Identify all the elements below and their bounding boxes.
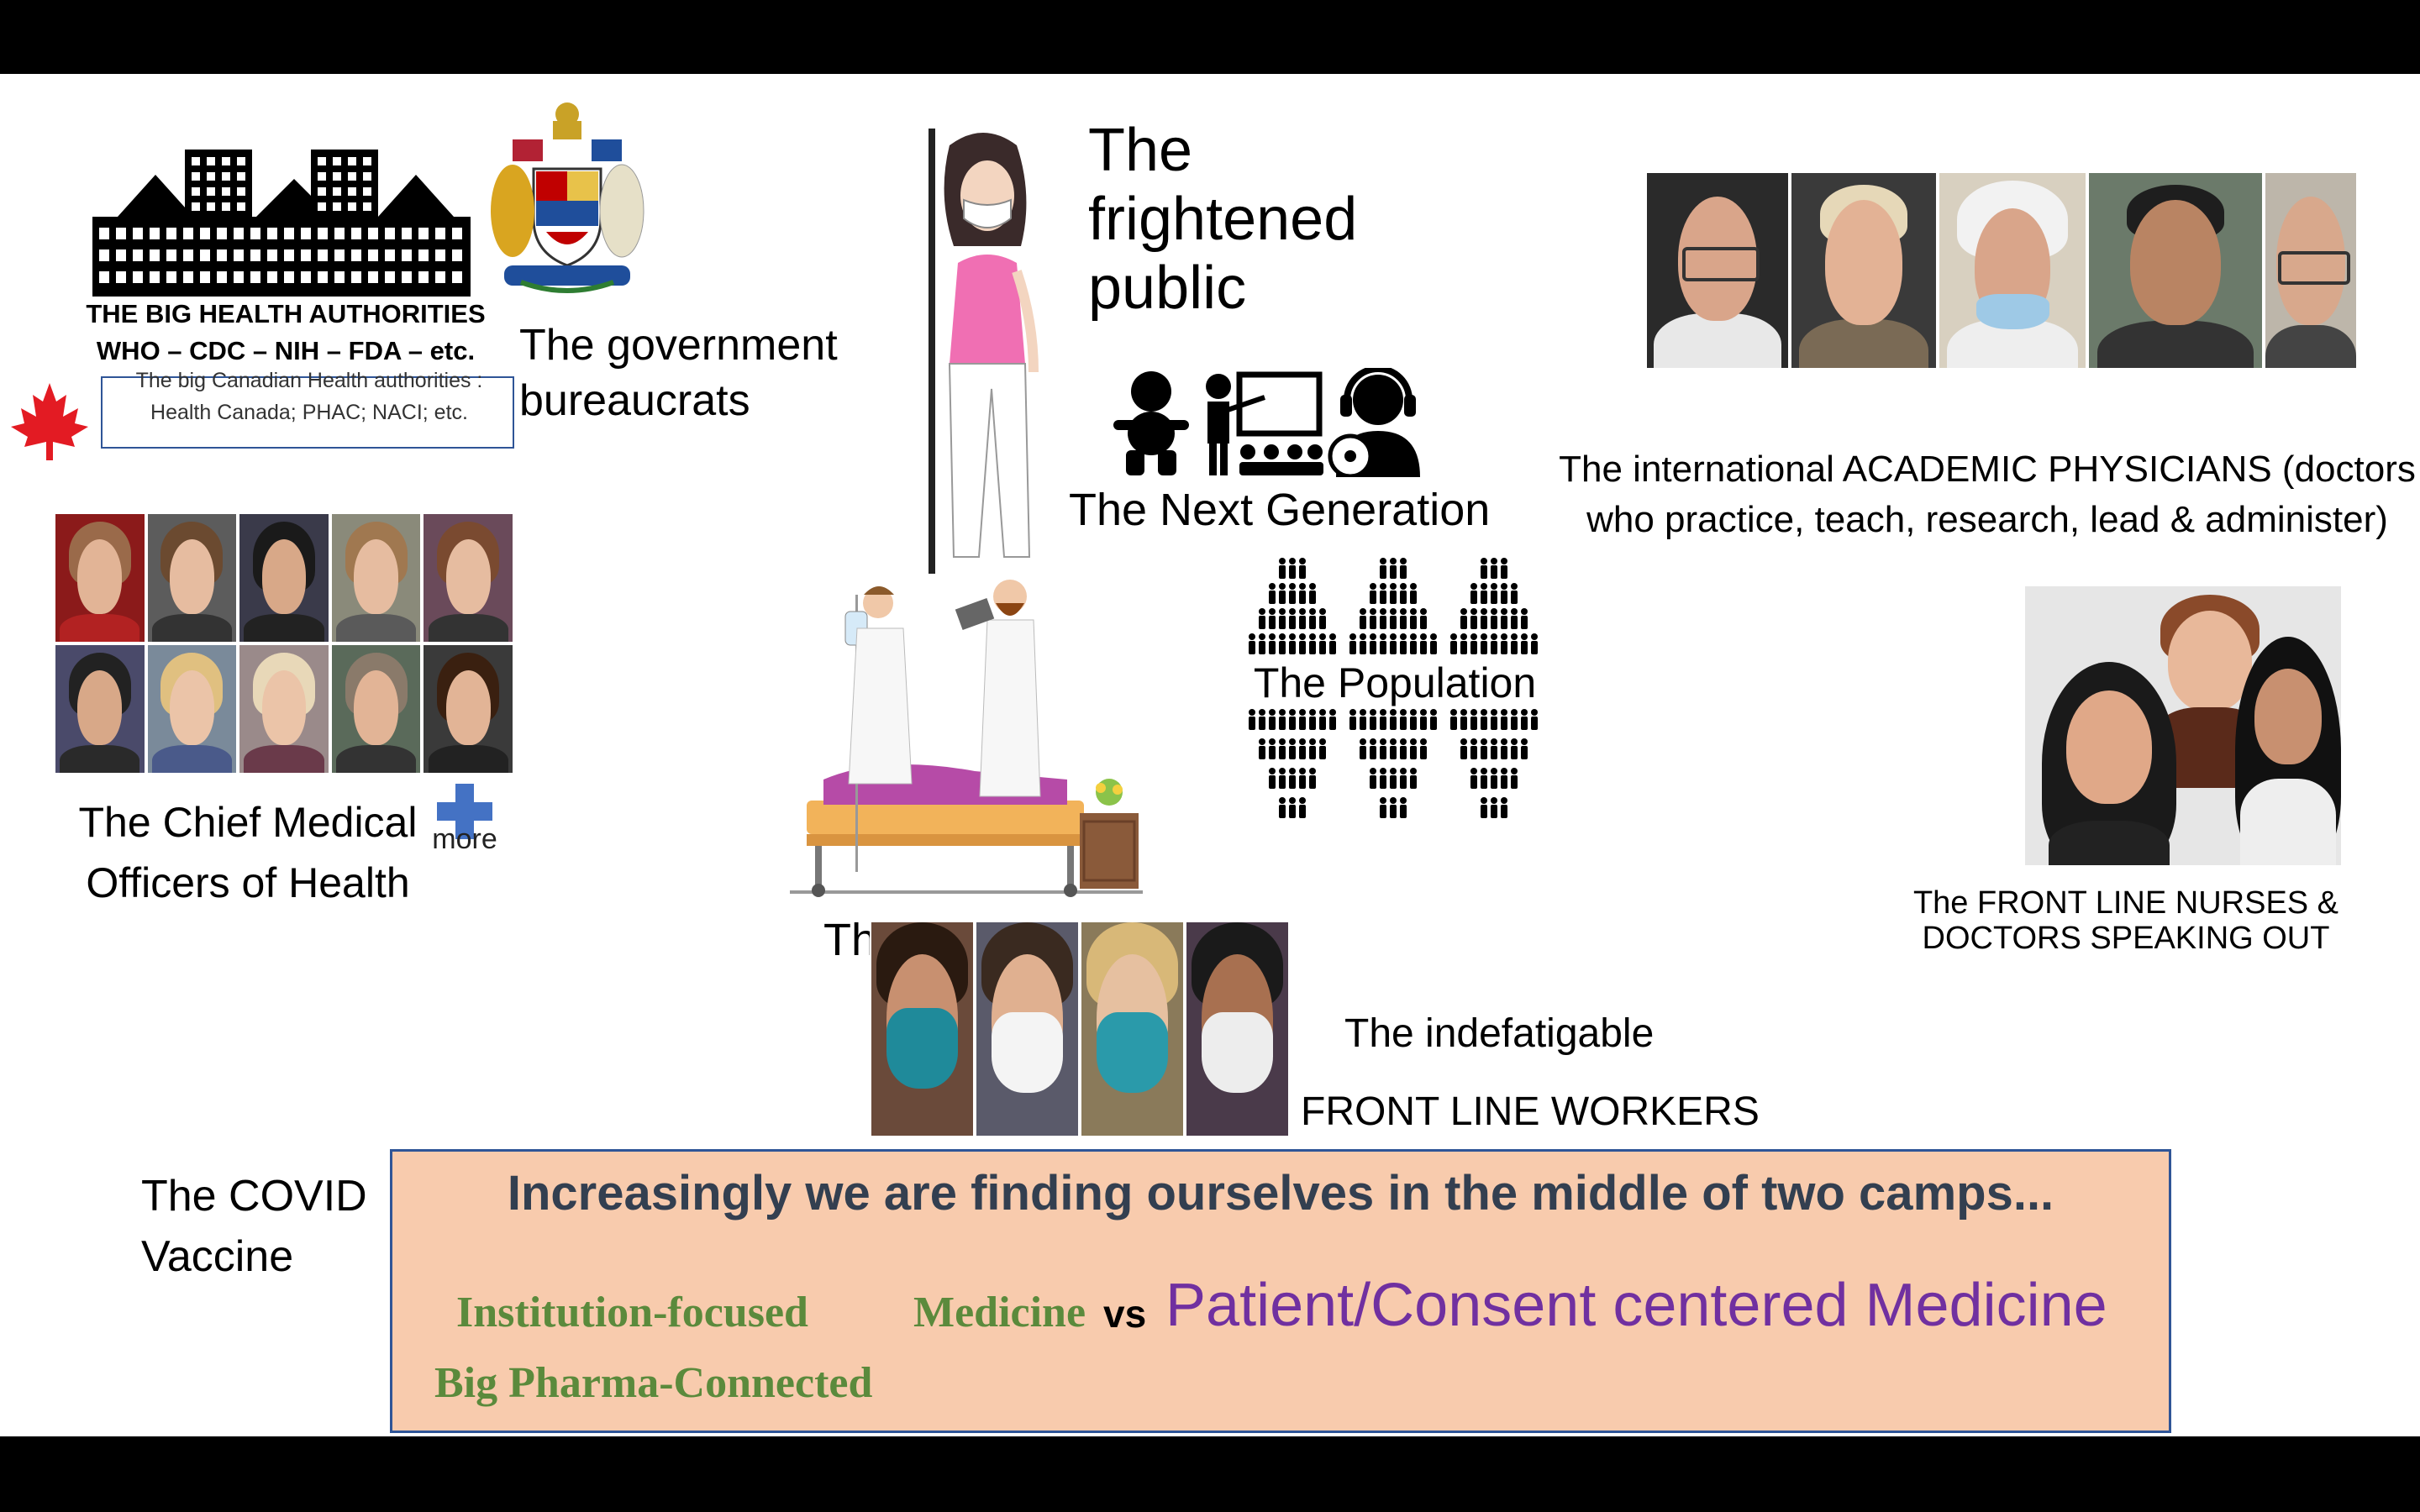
big-health-authorities-title: THE BIG HEALTH AUTHORITIES: [86, 299, 486, 328]
chief-medical-officers-photos: [54, 512, 514, 774]
woman-in-mask-icon: [929, 129, 1039, 574]
population-icon: [1249, 558, 1538, 818]
patient-consent-text: Patient/Consent centered Medicine: [1165, 1272, 2107, 1339]
academic-physicians-label-line2: who practice, teach, research, lead & ad…: [1586, 499, 2388, 540]
buildings-icon: [92, 150, 471, 297]
physician-photo: [2264, 171, 2358, 370]
canadian-authorities-box: [101, 376, 514, 449]
population-label: The Population: [1244, 659, 1546, 707]
physician-photo: [1938, 171, 2087, 370]
front-line-workers-label: FRONT LINE WORKERS: [1301, 1089, 1760, 1134]
canadian-authorities-text: The big Canadian Health authorities : He…: [135, 369, 483, 424]
two-camps-headline: Increasingly we are finding ourselves in…: [507, 1166, 2054, 1221]
big-pharma-text: Big Pharma-Connected: [434, 1359, 873, 1407]
front-line-nurses-label-line2: DOCTORS SPEAKING OUT: [1922, 921, 2330, 956]
patient-bed-icon: [790, 580, 1143, 897]
vs-text: vs: [1103, 1292, 1147, 1336]
physician-photo: [1790, 171, 1938, 370]
academic-physicians-label-line1: The international ACADEMIC PHYSICIANS (d…: [1559, 449, 2416, 490]
baby-icon: [1113, 371, 1189, 475]
teen-headphones-icon: [1328, 368, 1420, 477]
indefatigable-label: The indefatigable: [1344, 1011, 1655, 1056]
front-line-nurses-photo: [2025, 586, 2341, 865]
two-camps-box: Increasingly we are finding ourselves in…: [390, 1149, 2171, 1433]
more-link[interactable]: more: [432, 823, 497, 855]
next-generation-label: The Next Generation: [1069, 485, 1491, 535]
plus-icon[interactable]: [437, 784, 492, 839]
government-label: The government bureaucrats: [519, 321, 838, 425]
academic-physicians-photos: [1645, 171, 2358, 370]
frightened-public-label: The frightened public: [1088, 117, 1358, 322]
front-line-workers-photos: [870, 921, 1290, 1137]
covid-vaccine-label: The COVID Vaccine: [141, 1172, 367, 1281]
front-line-nurses-label-line1: The FRONT LINE NURSES &: [1912, 885, 2339, 921]
physician-photo: [2087, 171, 2264, 370]
physician-photo: [1645, 171, 1790, 370]
institution-focused-text: Institution-focused: [456, 1289, 808, 1336]
canada-flag-icon: [4, 376, 95, 464]
big-health-authorities-list: WHO – CDC – NIH – FDA – etc.: [96, 336, 476, 365]
slide: THE BIG HEALTH AUTHORITIES WHO – CDC – N…: [0, 74, 2420, 1436]
teacher-icon: [1206, 371, 1323, 475]
coat-of-arms-icon: [491, 102, 644, 293]
chief-medical-officers-label: The Chief Medical Officers of Health: [78, 799, 418, 906]
medicine-text: Medicine: [913, 1289, 1086, 1336]
